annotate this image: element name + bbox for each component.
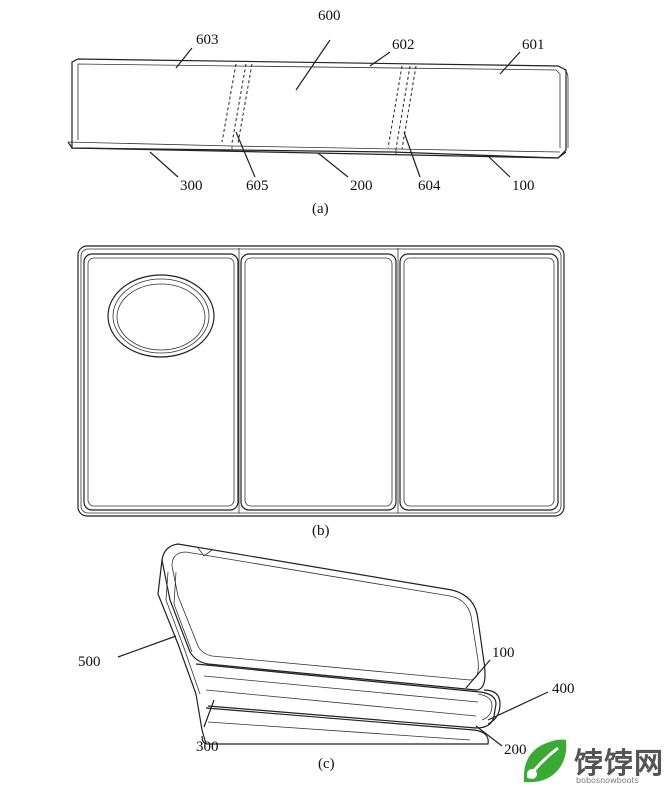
panel-c-label-200: 200 [504,742,527,758]
panel-c-labels: 500 300 100 400 200 (c) [78,645,575,772]
watermark-subtext: bobosnowboots [576,776,639,785]
panel-c-drawing [157,543,501,745]
panel-a-label-200: 200 [350,178,373,194]
panel-b-caption: (b) [312,523,330,539]
panel-a-label-600: 600 [318,8,341,24]
panel-c-leader-lines [117,635,549,747]
panel-c-label-400: 400 [552,681,575,697]
panel-c-label-500: 500 [78,654,101,670]
watermark-text: 饽饽网 [574,746,665,780]
panel-a-labels: 603 600 602 601 300 605 200 604 100 (a) [180,8,545,217]
panel-a-label-604: 604 [418,178,441,194]
panel-b-labels: (b) [312,523,330,539]
watermark: 饽饽网 bobosnowboots [518,736,663,790]
panel-c-caption: (c) [318,756,335,772]
panel-c-label-100: 100 [492,645,515,661]
panel-a-label-602: 602 [392,37,415,53]
panel-a-caption: (a) [312,201,329,217]
panel-a-label-603: 603 [196,32,219,48]
panel-b-drawing [77,245,565,517]
panel-a-label-605: 605 [246,178,269,194]
panel-a-leader-lines [149,39,521,178]
leaf-logo-icon [523,739,567,783]
panel-c-label-300: 300 [196,739,219,755]
panel-a-label-300: 300 [180,178,203,194]
panel-a-drawing [67,58,569,159]
panel-a-label-601: 601 [522,37,545,53]
panel-a-label-100: 100 [512,178,535,194]
